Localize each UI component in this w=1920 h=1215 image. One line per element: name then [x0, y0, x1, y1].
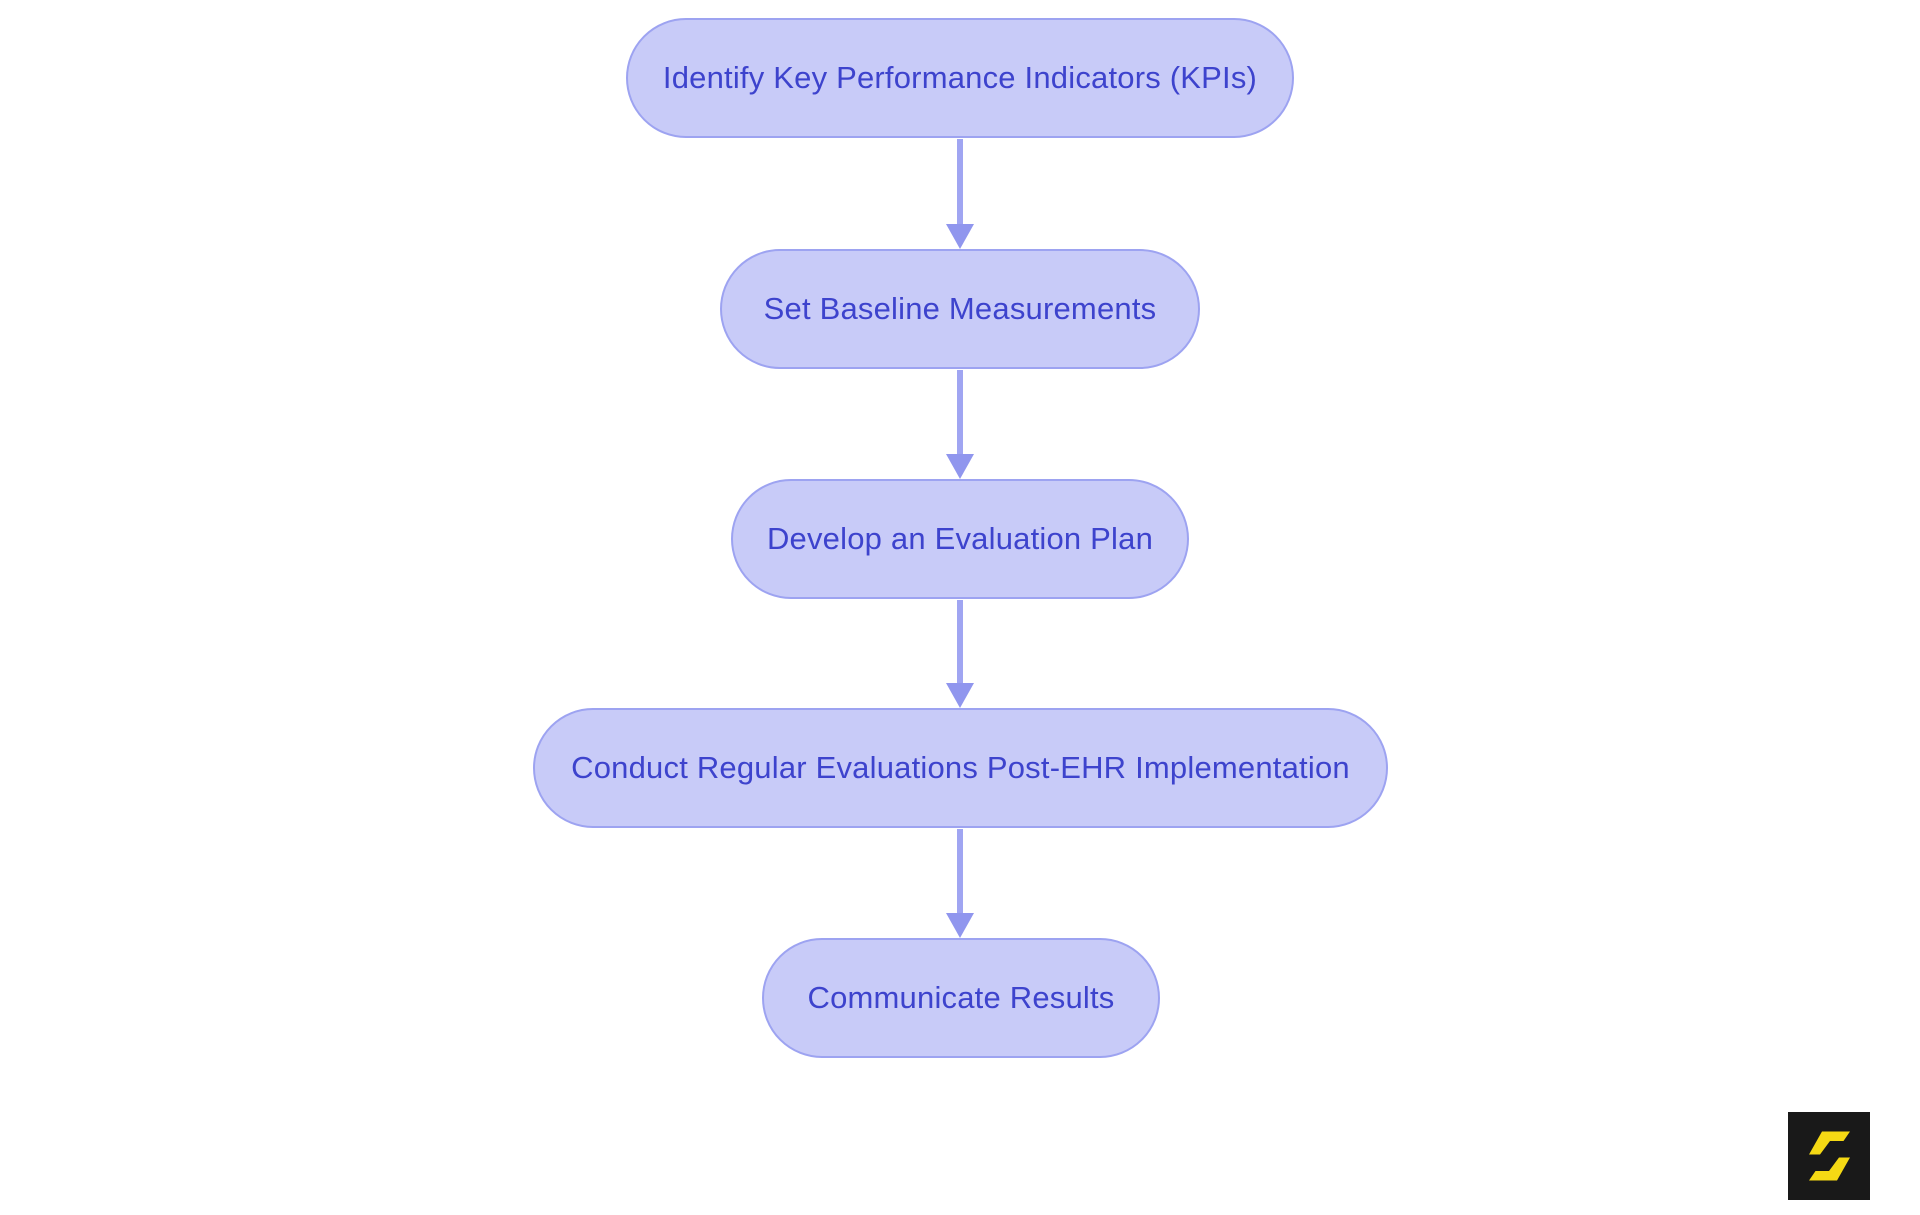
arrow-shaft	[957, 370, 963, 456]
arrow-down-icon	[946, 829, 974, 938]
arrow-shaft	[957, 829, 963, 915]
s-logo-icon	[1809, 1131, 1850, 1181]
flow-node-communicate-results: Communicate Results	[762, 938, 1160, 1058]
flow-node-label: Develop an Evaluation Plan	[766, 521, 1154, 556]
flow-node-label: Set Baseline Measurements	[763, 291, 1157, 326]
flow-node-label: Identify Key Performance Indicators (KPI…	[662, 60, 1258, 95]
arrow-shaft	[957, 600, 963, 685]
flow-node-label: Conduct Regular Evaluations Post-EHR Imp…	[571, 750, 1350, 785]
flow-node-conduct-evaluations: Conduct Regular Evaluations Post-EHR Imp…	[533, 708, 1388, 828]
arrow-down-icon	[946, 600, 974, 708]
arrow-down-icon	[946, 139, 974, 249]
flow-node-set-baseline: Set Baseline Measurements	[720, 249, 1200, 369]
arrow-down-icon	[946, 370, 974, 479]
flow-node-label: Communicate Results	[807, 980, 1115, 1015]
arrow-shaft	[957, 139, 963, 226]
arrow-head	[946, 683, 974, 708]
flow-node-develop-plan: Develop an Evaluation Plan	[731, 479, 1189, 599]
brand-logo	[1788, 1112, 1870, 1200]
flow-node-identify-kpis: Identify Key Performance Indicators (KPI…	[626, 18, 1294, 138]
arrow-head	[946, 224, 974, 249]
arrow-head	[946, 913, 974, 938]
arrow-head	[946, 454, 974, 479]
